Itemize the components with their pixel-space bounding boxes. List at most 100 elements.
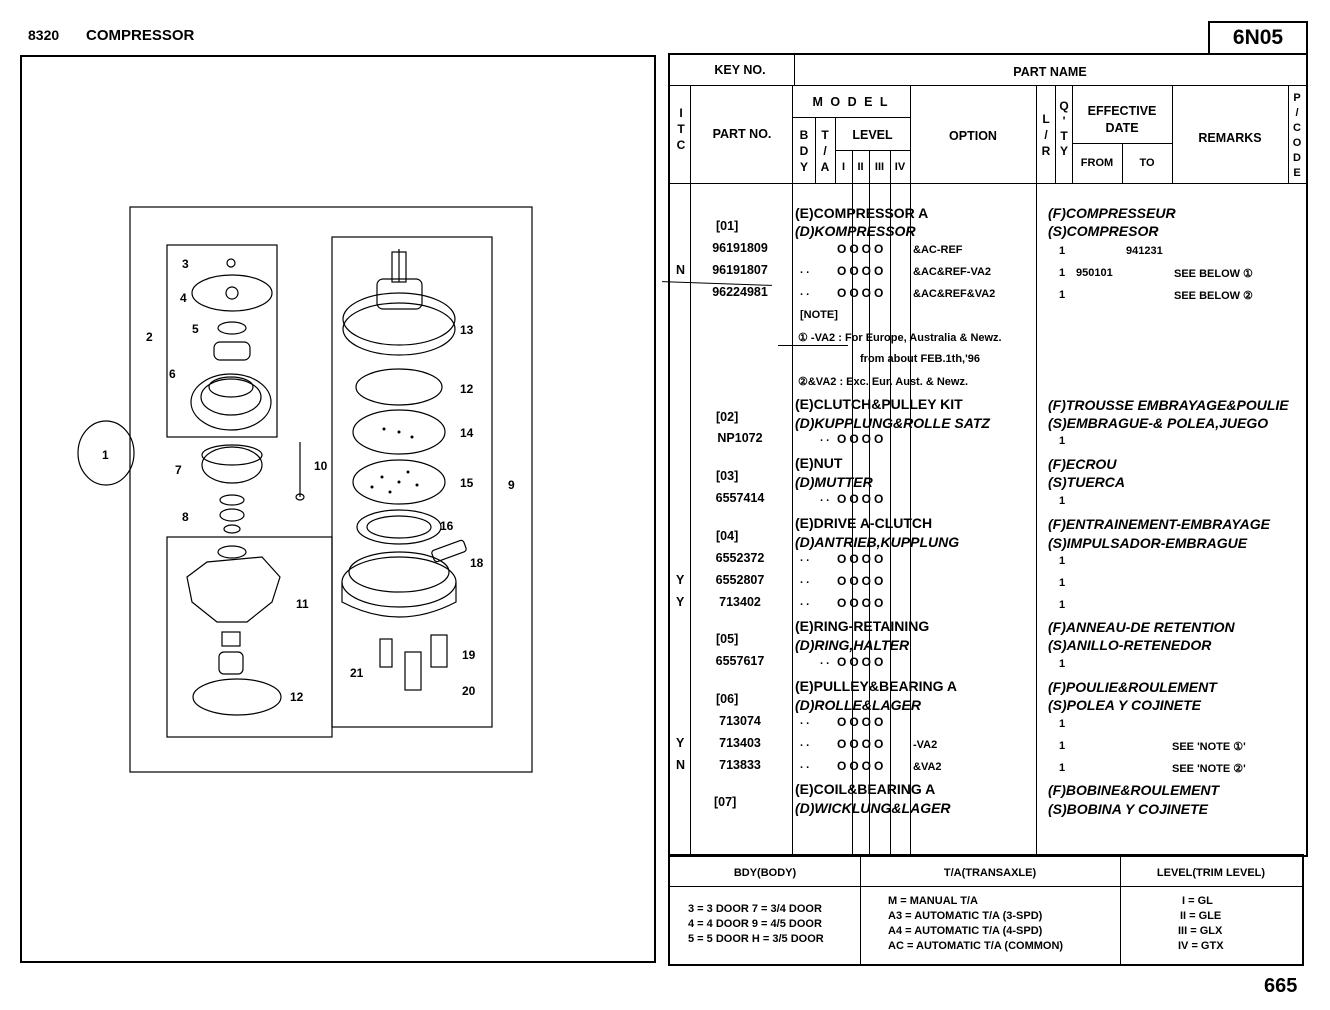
level-iii-header: III	[874, 161, 885, 173]
name-d-06: (D)ROLLE&LAGER	[795, 697, 921, 713]
from-header: FROM	[1080, 157, 1114, 169]
callout-7: 7	[175, 463, 182, 477]
dots: . .	[820, 432, 830, 444]
qty: 1	[1059, 245, 1066, 257]
remarks: SEE 'NOTE ②'	[1172, 763, 1246, 775]
key-06: [06]	[716, 692, 739, 706]
name-d-04: (D)ANTRIEB,KUPPLUNG	[795, 534, 960, 550]
name-s-02: (S)EMBRAGUE-& POLEA,JUEGO	[1048, 415, 1269, 431]
callout-14: 14	[460, 426, 474, 440]
legend-ta-1: M = MANUAL T/A	[888, 895, 978, 907]
option: &AC-REF	[913, 244, 963, 256]
section-title: COMPRESSOR	[86, 27, 195, 44]
name-e-03: (E)NUT	[795, 455, 843, 471]
compressor-exploded-diagram: 1 2 3 4 5 6 7 8 9 10 11 12 13 12 14 15 1…	[77, 206, 533, 773]
effective-date-header: EFFECTIVE DATE	[1087, 104, 1157, 135]
internal-group-frame	[331, 236, 493, 728]
legend-level-title: LEVEL(TRIM LEVEL)	[1156, 867, 1266, 879]
name-s-05: (S)ANILLO-RETENEDOR	[1048, 637, 1212, 653]
legend-box: BDY(BODY) T/A(TRANSAXLE) LEVEL(TRIM LEVE…	[668, 854, 1304, 966]
dots: . .	[800, 552, 810, 564]
level-ii-header: II	[857, 161, 864, 173]
qty: 1	[1059, 555, 1066, 567]
legend-ta-3: A4 = AUTOMATIC T/A (4-SPD)	[888, 925, 1043, 937]
key-07: [07]	[714, 795, 737, 809]
itc-flag: Y	[676, 595, 685, 609]
name-s-03: (S)TUERCA	[1048, 474, 1125, 490]
name-f-02: (F)TROUSSE EMBRAYAGE&POULIE	[1048, 397, 1289, 413]
level-i-header: I	[841, 161, 846, 173]
level-marks: OOOO	[837, 759, 887, 773]
level-marks: OOOO	[837, 264, 887, 278]
note-2: ②&VA2 : Exc. Eur. Aust. & Newz.	[798, 376, 969, 388]
name-s-04: (S)IMPULSADOR-EMBRAGUE	[1048, 535, 1248, 551]
option: &AC&REF-VA2	[913, 266, 992, 278]
qty: 1	[1059, 658, 1066, 670]
callout-20: 20	[462, 684, 476, 698]
qty: 1	[1059, 577, 1066, 589]
note-1: ① -VA2 : For Europe, Australia & Newz.	[798, 332, 1002, 344]
key-no-header: KEY NO.	[714, 63, 766, 77]
section-code: 8320	[28, 27, 60, 43]
name-f-03: (F)ECROU	[1048, 456, 1117, 472]
callout-18: 18	[470, 556, 484, 570]
level-marks: OOOO	[837, 286, 887, 300]
callout-1: 1	[102, 448, 109, 462]
level-marks: OOOO	[837, 655, 887, 669]
key-01: [01]	[716, 219, 739, 233]
legend-level-2: II = GLE	[1180, 910, 1222, 922]
legend-ta-2: A3 = AUTOMATIC T/A (3-SPD)	[888, 910, 1043, 922]
name-d-05: (D)RING,HALTER	[795, 637, 910, 653]
qty: 1	[1059, 289, 1066, 301]
level-marks: OOOO	[837, 737, 887, 751]
callout-11: 11	[296, 597, 309, 611]
name-f-07: (F)BOBINE&ROULEMENT	[1048, 782, 1220, 798]
callout-6: 6	[169, 367, 176, 381]
name-e-01: (E)COMPRESSOR A	[795, 205, 929, 221]
name-d-03: (D)MUTTER	[795, 474, 873, 490]
qty: 1	[1059, 740, 1066, 752]
name-e-04: (E)DRIVE A-CLUTCH	[795, 515, 933, 531]
option: &VA2	[913, 761, 942, 773]
to-header: TO	[1139, 157, 1155, 169]
key-02: [02]	[716, 410, 739, 424]
level-marks: OOOO	[837, 715, 887, 729]
part-no: 6557414	[715, 491, 765, 505]
legend-bdy-2: 4 = 4 DOOR 9 = 4/5 DOOR	[688, 918, 822, 930]
callout-3: 3	[182, 257, 189, 271]
name-e-06: (E)PULLEY&BEARING A	[795, 678, 958, 694]
callout-9: 9	[508, 478, 515, 492]
callout-10: 10	[314, 459, 328, 473]
part-no: NP1072	[717, 431, 763, 445]
remarks-header: REMARKS	[1198, 131, 1262, 145]
legend-ta-title: T/A(TRANSAXLE)	[943, 867, 1037, 879]
name-f-01: (F)COMPRESSEUR	[1048, 205, 1176, 221]
remarks: SEE BELOW ②	[1174, 290, 1253, 302]
from-date: 941231	[1126, 245, 1163, 257]
level-header: LEVEL	[852, 128, 893, 142]
qty: 1	[1059, 267, 1066, 279]
name-d-01: (D)KOMPRESSOR	[795, 223, 916, 239]
part-no: 6552807	[715, 573, 765, 587]
qty: 1	[1059, 718, 1066, 730]
part-no: 96191809	[712, 241, 768, 255]
pen-underline	[778, 345, 848, 346]
name-d-07: (D)WICKLUNG&LAGER	[795, 800, 951, 816]
housing-group-frame	[166, 536, 333, 738]
level-marks: OOOO	[837, 574, 887, 588]
name-f-05: (F)ANNEAU-DE RETENTION	[1048, 619, 1235, 635]
name-d-02: (D)KUPPLUNG&ROLLE SATZ	[795, 415, 990, 431]
page-number: 665	[1264, 975, 1298, 997]
qty: 1	[1059, 435, 1066, 447]
name-e-05: (E)RING-RETAINING	[795, 618, 930, 634]
level-marks: OOOO	[837, 596, 887, 610]
qty: 1	[1059, 599, 1066, 611]
diagram-frame	[129, 206, 533, 773]
dots: . .	[800, 715, 810, 727]
callout-12a: 12	[290, 690, 304, 704]
itc-flag: Y	[676, 736, 685, 750]
callout-16: 16	[440, 519, 454, 533]
